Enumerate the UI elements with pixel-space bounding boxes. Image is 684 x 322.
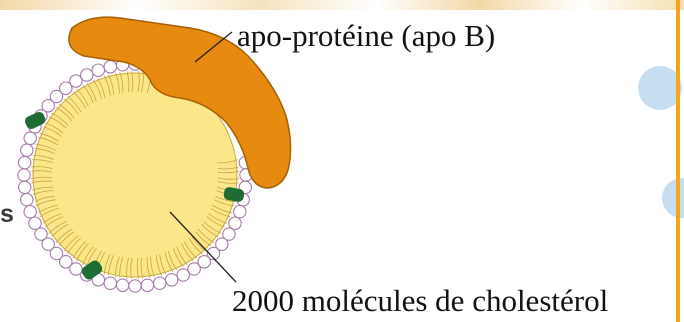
phospholipid-head bbox=[19, 181, 31, 193]
phospholipid-head bbox=[104, 277, 116, 289]
right-border-bar bbox=[676, 0, 680, 322]
cholesterol-label: 2000 molécules de cholestérol bbox=[232, 283, 608, 319]
decor-circle-lower bbox=[662, 178, 684, 218]
phospholipid-head bbox=[229, 217, 241, 229]
phospholipid-head bbox=[70, 75, 82, 87]
phospholipid-head bbox=[104, 61, 116, 73]
phospholipid-head bbox=[234, 206, 246, 218]
phospholipid-head bbox=[21, 144, 33, 156]
phospholipid-head bbox=[177, 269, 189, 281]
phospholipid-head bbox=[141, 279, 153, 291]
phospholipid-head bbox=[81, 69, 93, 81]
phospholipid-head bbox=[129, 280, 141, 292]
apoprotein-label: apo-protéine (apo B) bbox=[237, 18, 495, 54]
phospholipid-head bbox=[19, 156, 31, 168]
phospholipid-head bbox=[35, 228, 47, 240]
cropped-label-fragment: s bbox=[0, 200, 14, 229]
phospholipid-head bbox=[92, 64, 104, 76]
phospholipid-head bbox=[166, 274, 178, 286]
phospholipid-head bbox=[29, 217, 41, 229]
phospholipid-head bbox=[18, 169, 30, 181]
phospholipid-head bbox=[154, 277, 166, 289]
phospholipid-head bbox=[24, 206, 36, 218]
phospholipid-head bbox=[116, 279, 128, 291]
phospholipid-head bbox=[24, 132, 36, 144]
phospholipid-head bbox=[21, 194, 33, 206]
phospholipid-head bbox=[188, 263, 200, 275]
